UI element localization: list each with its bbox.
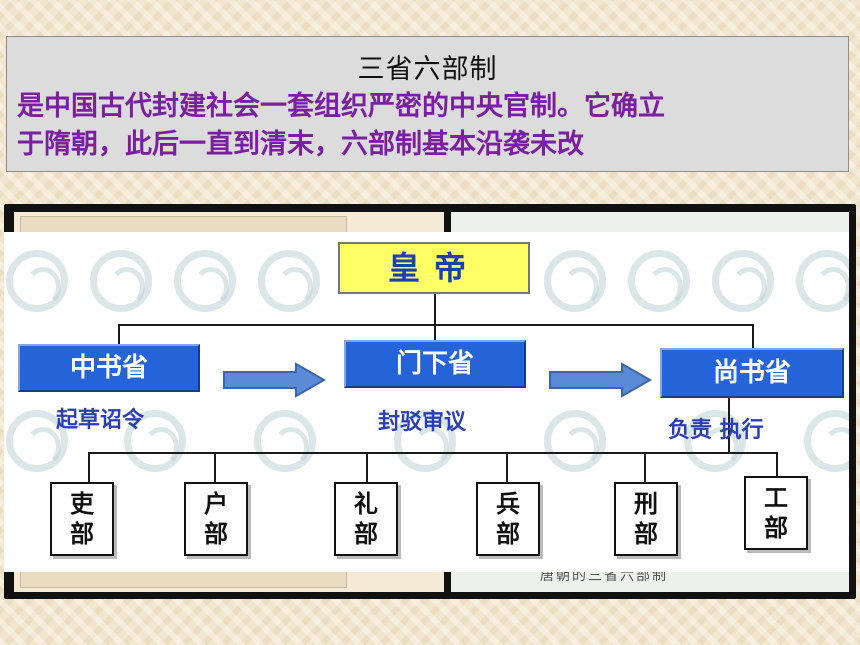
ministry-label-top: 刑 xyxy=(634,490,658,518)
ministry-label-bottom: 部 xyxy=(354,520,378,548)
ministry-label-bottom: 部 xyxy=(634,520,658,548)
ministry-bing-war: 兵 部 xyxy=(476,482,540,556)
connector-line xyxy=(434,294,436,324)
description-line-2: 于隋朝，此后一直到清末，六部制基本沿袭未改 xyxy=(17,129,584,160)
connector-line xyxy=(366,452,368,482)
connector-line xyxy=(434,324,436,340)
ministry-label-bottom: 部 xyxy=(204,520,228,548)
watermark-logo xyxy=(684,410,746,472)
connector-line xyxy=(752,324,754,348)
watermark-logo xyxy=(796,250,849,312)
watermark-logo xyxy=(394,410,456,472)
watermark-logo xyxy=(124,410,186,472)
description-text: 是中国古代封建社会一套组织严密的中央官制。它确立 于隋朝，此后一直到清末，六部制… xyxy=(7,88,848,164)
emperor-box: 皇帝 xyxy=(338,242,530,294)
ministry-label-bottom: 部 xyxy=(496,520,520,548)
background-caption: 唐朝的三省六部制 xyxy=(540,568,668,584)
description-line-1: 是中国古代封建社会一套组织严密的中央官制。它确立 xyxy=(17,91,665,122)
watermark-logo xyxy=(254,410,316,472)
connector-line xyxy=(88,452,778,454)
ministry-label-top: 礼 xyxy=(354,490,378,518)
watermark-logo xyxy=(628,250,690,312)
role-menxia: 封驳审议 xyxy=(378,410,467,435)
ministry-gong-works: 工 部 xyxy=(744,476,808,550)
watermark-logo xyxy=(174,250,236,312)
ministry-label-top: 户 xyxy=(204,490,228,518)
department-shangshu: 尚书省 xyxy=(660,348,844,398)
watermark-logo xyxy=(544,410,606,472)
slide-title: 三省六部制 xyxy=(357,54,498,85)
ministry-label-top: 工 xyxy=(764,484,788,512)
ministry-hu-revenue: 户 部 xyxy=(184,482,248,556)
ministry-label-top: 吏 xyxy=(70,490,94,518)
title-box: 三省六部制 是中国古代封建社会一套组织严密的中央官制。它确立 于隋朝，此后一直到… xyxy=(6,36,849,172)
right-arrow-icon xyxy=(223,362,326,398)
ministry-xing-justice: 刑 部 xyxy=(614,482,678,556)
watermark-logo xyxy=(6,410,68,472)
role-zhongshu: 起草诏令 xyxy=(56,408,145,433)
org-chart: 皇帝 中书省 门下省 尚书省 起草诏令 封驳审议 负责 执行 吏 部 户 部 礼… xyxy=(4,232,849,572)
connector-line xyxy=(118,324,754,326)
department-zhongshu: 中书省 xyxy=(18,344,200,392)
watermark-logo xyxy=(544,250,606,312)
connector-line xyxy=(506,452,508,482)
role-shangshu: 负责 执行 xyxy=(668,418,764,443)
ministry-label-top: 兵 xyxy=(496,490,520,518)
connector-line xyxy=(88,452,90,482)
right-arrow-icon xyxy=(549,362,652,398)
connector-line xyxy=(728,398,730,454)
connector-line xyxy=(776,452,778,476)
ministry-label-bottom: 部 xyxy=(70,520,94,548)
connector-line xyxy=(118,324,120,344)
ministry-li-rites: 礼 部 xyxy=(334,482,398,556)
connector-line xyxy=(214,452,216,482)
watermark-logo xyxy=(258,250,320,312)
connector-line xyxy=(644,452,646,482)
watermark-logo xyxy=(804,410,849,472)
department-menxia: 门下省 xyxy=(344,340,526,388)
watermark-logo xyxy=(6,250,68,312)
watermark-logo xyxy=(90,250,152,312)
ministry-label-bottom: 部 xyxy=(764,514,788,542)
watermark-logo xyxy=(712,250,774,312)
ministry-li-personnel: 吏 部 xyxy=(50,482,114,556)
